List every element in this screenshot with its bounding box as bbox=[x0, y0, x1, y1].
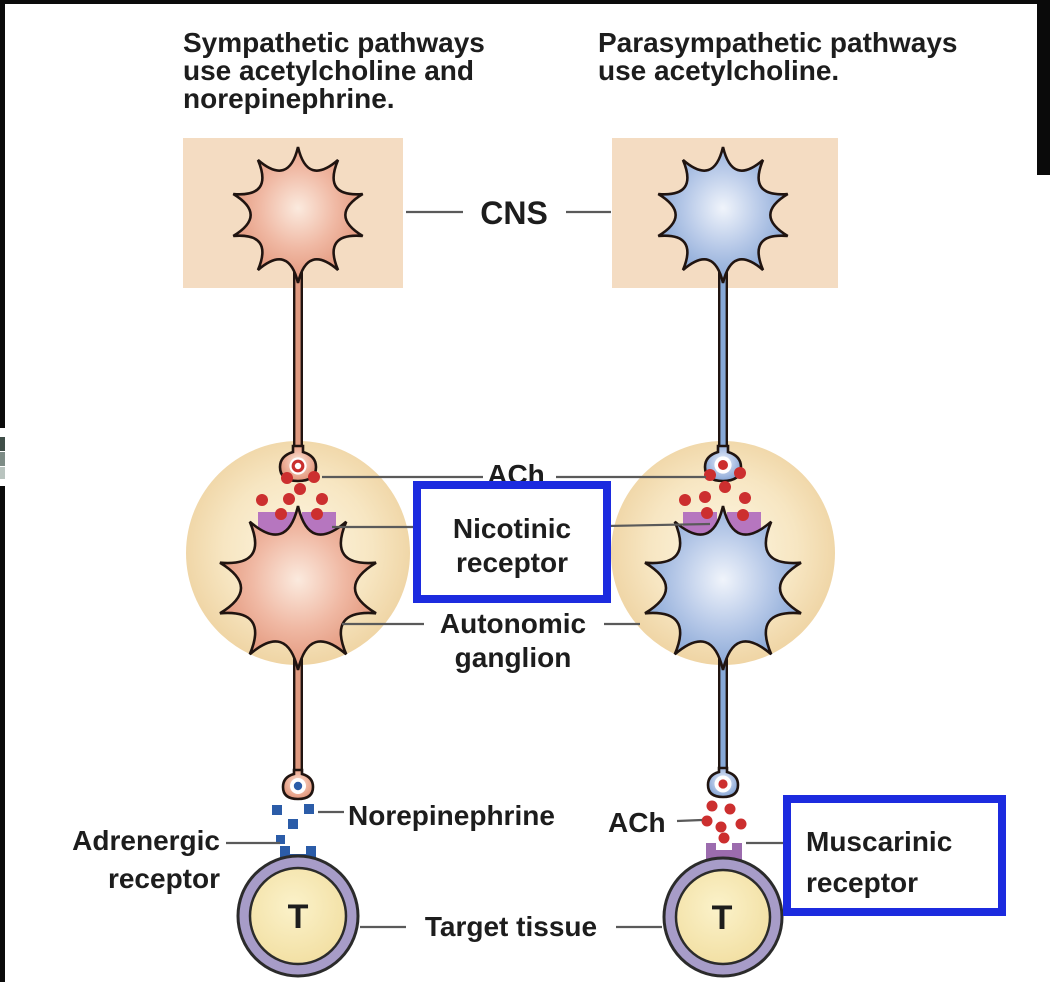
cns-label: CNS bbox=[480, 195, 548, 231]
label-connectors bbox=[226, 210, 787, 929]
edge-artifact-icon bbox=[0, 452, 5, 466]
header-parasympathetic-line1: Parasympathetic pathways bbox=[598, 27, 958, 58]
target-tissue-label: Target tissue bbox=[425, 911, 597, 942]
target-cell-label: T bbox=[712, 899, 733, 937]
adrenergic-label-line2: receptor bbox=[108, 863, 220, 894]
sympathetic-pathway: T bbox=[219, 146, 377, 978]
muscarinic-label-line2: receptor bbox=[806, 867, 918, 898]
target-tissue-right: T bbox=[662, 856, 784, 978]
preganglionic-neuron-body bbox=[232, 146, 364, 284]
header-parasympathetic-line2: use acetylcholine. bbox=[598, 55, 839, 86]
muscarinic-label-line1: Muscarinic bbox=[806, 826, 952, 857]
norepinephrine-dots bbox=[272, 804, 314, 844]
nicotinic-label-line1: Nicotinic bbox=[453, 513, 571, 544]
ganglionic-neuron-body bbox=[644, 505, 802, 671]
header-sympathetic-line3: norepinephrine. bbox=[183, 83, 395, 114]
preganglionic-neuron-body bbox=[657, 146, 789, 284]
target-cell-label: T bbox=[288, 898, 309, 936]
screen-border-top bbox=[0, 0, 1050, 4]
header-sympathetic-line1: Sympathetic pathways bbox=[183, 27, 485, 58]
nicotinic-receptor-callout: Nicotinic receptor bbox=[413, 481, 611, 603]
autonomic-ganglion-label-line1: Autonomic bbox=[440, 608, 586, 639]
screen-border-right bbox=[1037, 0, 1050, 175]
adrenergic-label-line1: Adrenergic bbox=[72, 825, 220, 856]
vesicle-ring bbox=[291, 459, 305, 473]
norepinephrine-label: Norepinephrine bbox=[348, 800, 555, 831]
ach-label-bottom: ACh bbox=[608, 807, 666, 838]
vesicle-core bbox=[718, 779, 728, 789]
vesicle-core bbox=[718, 460, 728, 470]
ach-dots-cluster bbox=[701, 800, 747, 844]
vesicle-core bbox=[293, 781, 303, 791]
ganglionic-neuron-body bbox=[219, 505, 377, 671]
edge-artifact-icon bbox=[0, 467, 5, 479]
edge-artifact-icon bbox=[0, 437, 5, 451]
ach-dots-cluster bbox=[256, 471, 328, 520]
autonomic-ganglion-label-line2: ganglion bbox=[455, 642, 572, 673]
target-tissue-left: T bbox=[236, 854, 360, 978]
muscarinic-receptor-callout: Muscarinic receptor bbox=[783, 795, 1006, 916]
muscarinic-receptor-shape bbox=[706, 843, 742, 861]
header-sympathetic: Sympathetic pathways use acetylcholine a… bbox=[183, 27, 485, 114]
ach-dots-cluster bbox=[679, 467, 751, 521]
screen-border-left bbox=[0, 0, 5, 982]
nicotinic-label-line2: receptor bbox=[456, 547, 568, 578]
header-sympathetic-line2: use acetylcholine and bbox=[183, 55, 474, 86]
header-parasympathetic: Parasympathetic pathways use acetylcholi… bbox=[598, 27, 958, 86]
